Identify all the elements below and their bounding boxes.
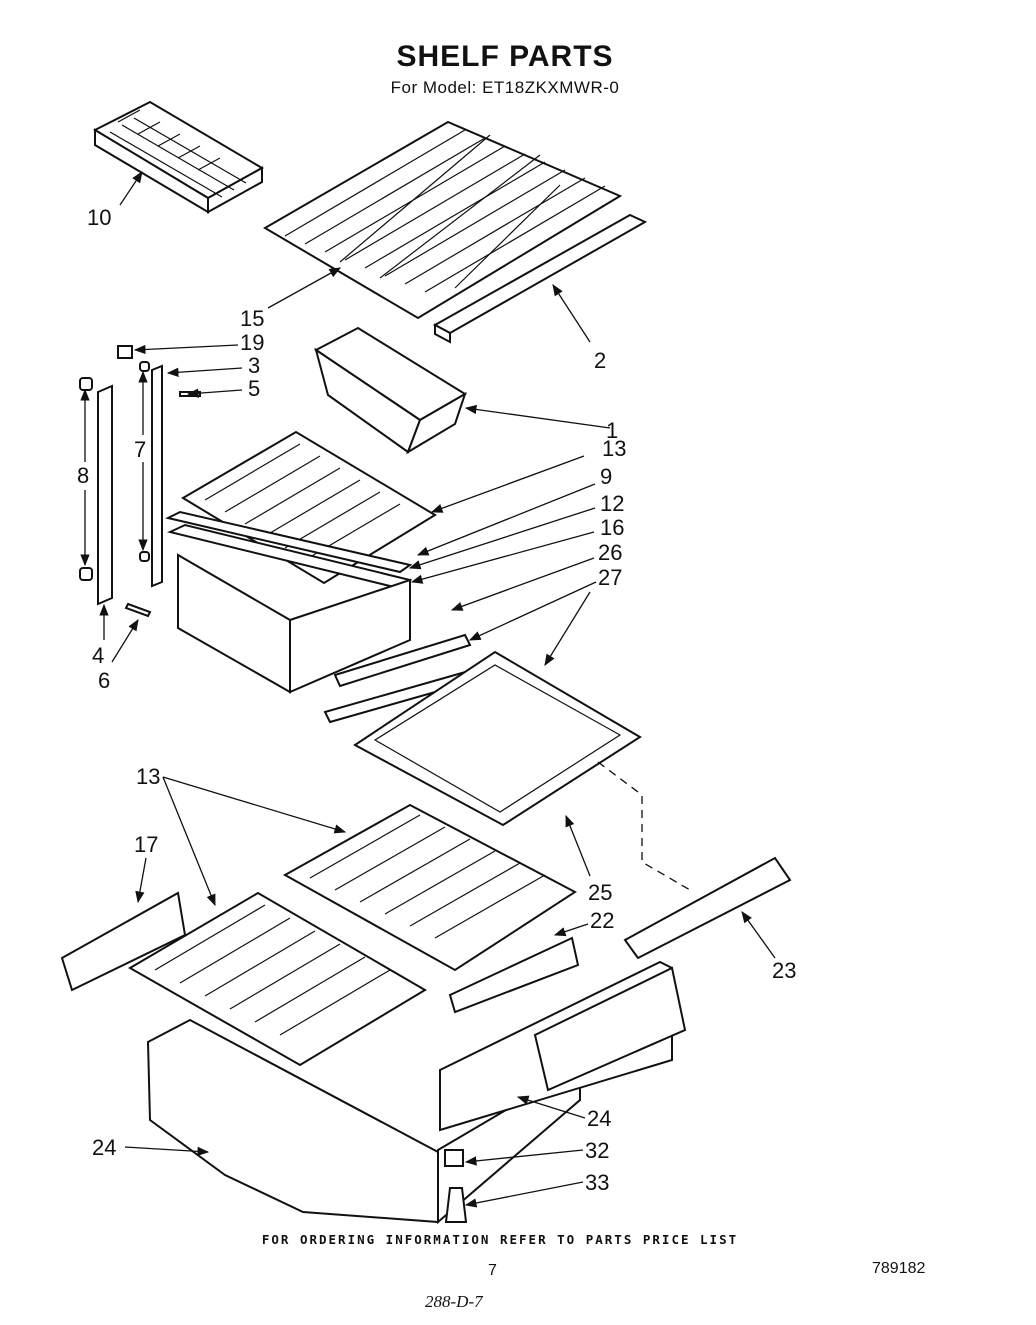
callout-13-upper: 13: [602, 436, 626, 461]
part-small-hardware: [444, 1149, 468, 1223]
callout-26: 26: [598, 540, 622, 565]
page-title: SHELF PARTS: [396, 40, 614, 73]
part-glass-shelf: [353, 650, 642, 827]
callout-32: 32: [585, 1138, 609, 1163]
callout-24-left: 24: [92, 1135, 116, 1160]
part-door-bin: [314, 326, 467, 455]
callout-5: 5: [248, 376, 260, 401]
callout-6: 6: [98, 668, 110, 693]
part-ice-tray: [92, 100, 265, 214]
callout-8: 8: [77, 463, 89, 488]
callout-16: 16: [600, 515, 624, 540]
callout-12: 12: [600, 491, 624, 516]
callout-19: 19: [240, 330, 264, 355]
callout-13-lower: 13: [136, 764, 160, 789]
callout-17: 17: [134, 832, 158, 857]
leader-lines: [80, 171, 776, 1208]
callout-3: 3: [248, 353, 260, 378]
callout-22: 22: [590, 908, 614, 933]
ordering-note: FOR ORDERING INFORMATION REFER TO PARTS …: [261, 1232, 739, 1247]
callout-7: 7: [134, 437, 146, 462]
part-ladder-rails: [79, 345, 201, 618]
callout-27: 27: [598, 565, 622, 590]
callout-1: 1: [606, 418, 618, 443]
part-wire-shelf: [263, 120, 623, 320]
callout-24-right: 24: [587, 1106, 611, 1131]
callout-15: 15: [240, 306, 264, 331]
callout-2: 2: [594, 348, 606, 373]
model-subtitle: For Model: ET18ZKXMWR-0: [390, 78, 620, 97]
part-bottom-drawers: [146, 960, 687, 1225]
handwritten-stamp: 288-D-7: [425, 1292, 483, 1311]
document-number: 789182: [872, 1260, 926, 1277]
part-rails-17-22-23: [60, 856, 792, 1014]
callout-labels: 10 15 2 19 3 5 8 7 1 13 9 12 16 26 27 4 …: [77, 205, 796, 1195]
part-shelf-rail-2: [432, 213, 648, 344]
callout-4: 4: [92, 643, 104, 668]
callout-23: 23: [772, 958, 796, 983]
page-number: 7: [488, 1262, 497, 1279]
callout-25: 25: [588, 880, 612, 905]
callout-33: 33: [585, 1170, 609, 1195]
part-crisper-cover-lower: [128, 803, 577, 1067]
part-crisper-cover-upper: [165, 430, 437, 590]
part-upper-crisper-drawer: [177, 553, 411, 694]
callout-9: 9: [600, 464, 612, 489]
callout-10: 10: [87, 205, 111, 230]
